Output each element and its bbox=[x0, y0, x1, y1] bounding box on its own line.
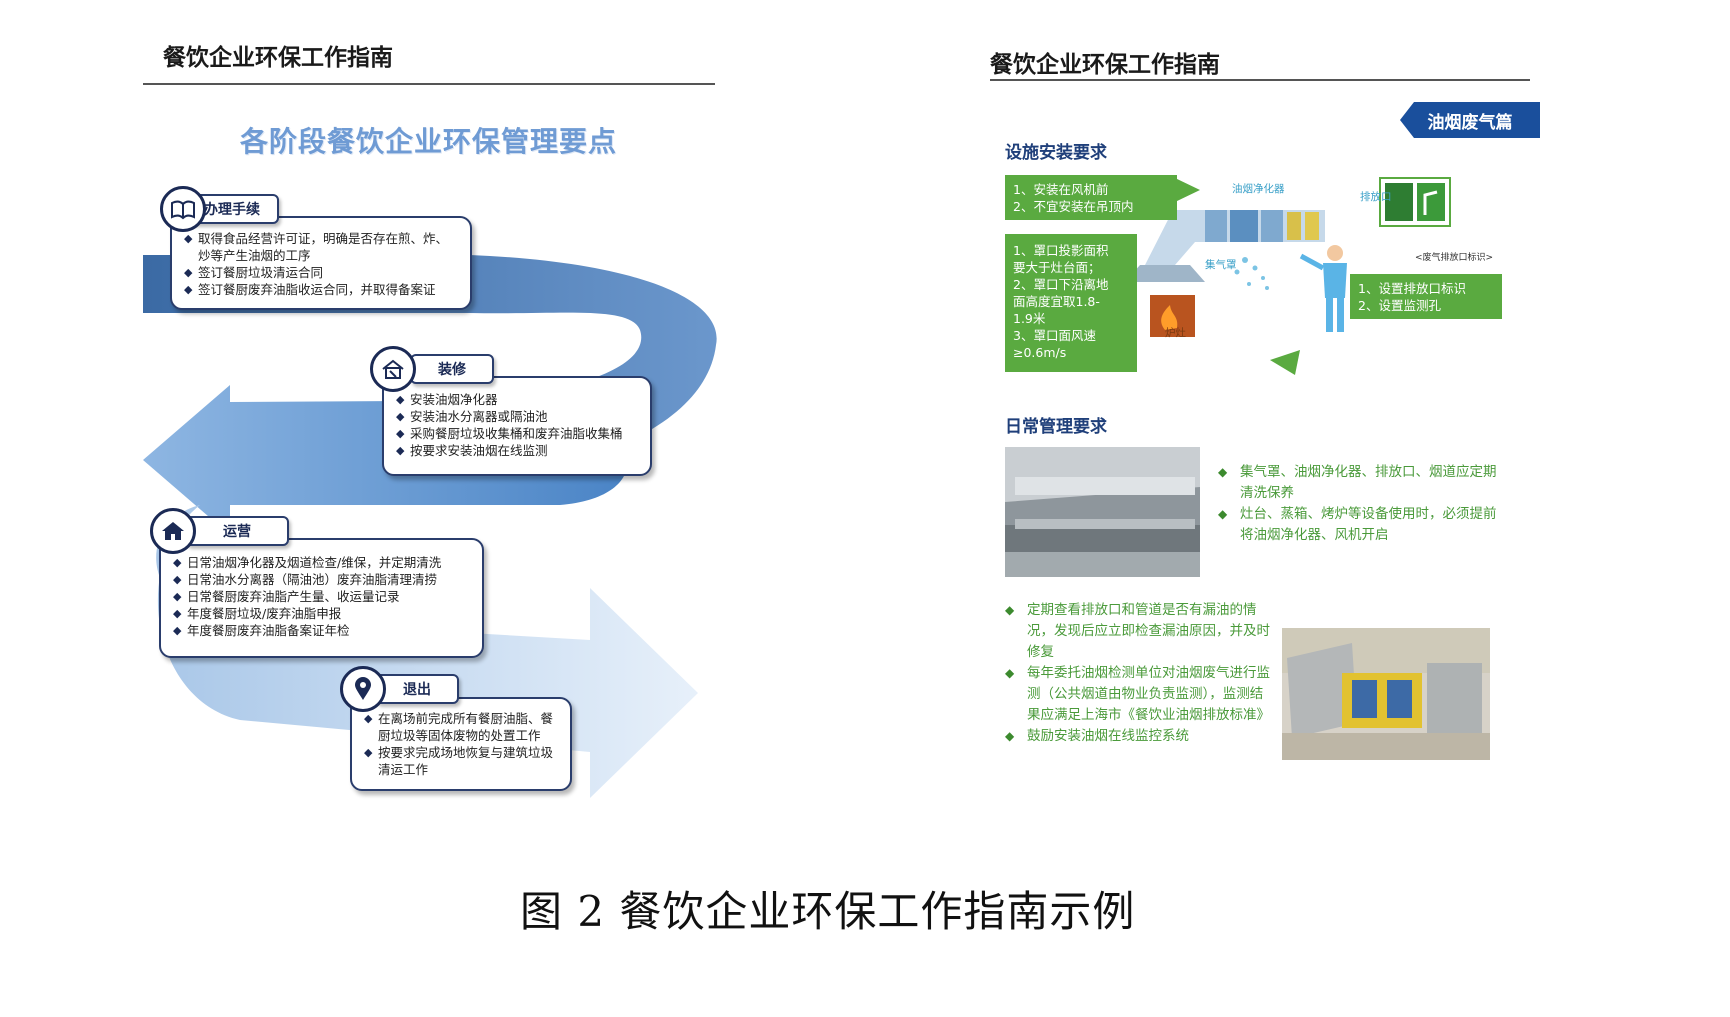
list-item: 每年委托油烟检测单位对油烟废气进行监测（公共烟道由物业负责监测），监测结果应满足… bbox=[1005, 663, 1273, 726]
stage-item: 年度餐厨垃圾/废弃油脂申报 bbox=[173, 605, 472, 622]
label-hood: 集气罩 bbox=[1205, 259, 1237, 271]
list-item: 集气罩、油烟净化器、排放口、烟道应定期清洗保养 bbox=[1218, 462, 1498, 504]
home-icon bbox=[150, 508, 196, 554]
left-header-rule bbox=[143, 83, 715, 85]
purifier-unit bbox=[1230, 210, 1258, 242]
stage-item: 签订餐厨垃圾清运合同 bbox=[184, 264, 460, 281]
left-page-title: 各阶段餐饮企业环保管理要点 bbox=[240, 125, 618, 158]
stage-box-procedures: 取得食品经营许可证，明确是否存在煎、炸、炒等产生油烟的工序 签订餐厨垃圾清运合同… bbox=[170, 216, 472, 310]
flame-icon bbox=[1161, 305, 1178, 330]
right-page-header: 餐饮企业环保工作指南 bbox=[990, 52, 1220, 78]
stage-tab-renovation: 装修 bbox=[410, 354, 494, 384]
kitchen-photo bbox=[1005, 447, 1200, 577]
house-tools-icon bbox=[370, 346, 416, 392]
fan-unit bbox=[1287, 212, 1301, 240]
location-pin-icon bbox=[340, 666, 386, 712]
pointer-top bbox=[1175, 178, 1200, 202]
list-item: 鼓励安装油烟在线监控系统 bbox=[1005, 726, 1273, 747]
installation-diagram bbox=[1125, 177, 1451, 375]
daily-heading: 日常管理要求 bbox=[1005, 417, 1107, 437]
stage-tab-operation: 运营 bbox=[185, 516, 289, 546]
list-item: 灶台、蒸箱、烤炉等设备使用时，必须提前将油烟净化器、风机开启 bbox=[1218, 504, 1498, 546]
worker-head bbox=[1327, 245, 1343, 261]
stage-box-exit: 在离场前完成所有餐厨油脂、餐厨垃圾等固体废物的处置工作 按要求完成场地恢复与建筑… bbox=[350, 697, 572, 791]
label-sign: <废气排放口标识> bbox=[1415, 253, 1494, 263]
install-heading: 设施安装要求 bbox=[1005, 143, 1107, 163]
stage-item: 日常油水分离器（隔油池）废弃油脂清理清捞 bbox=[173, 571, 472, 588]
install-note-top: 1、安装在风机前 2、不宜安装在吊顶内 bbox=[1005, 175, 1177, 220]
stage-item: 签订餐厨废弃油脂收运合同，并取得备案证 bbox=[184, 281, 460, 298]
stage-item: 安装油烟净化器 bbox=[396, 391, 640, 408]
label-outlet: 排放口 bbox=[1360, 191, 1392, 203]
rooftop-purifier-photo bbox=[1282, 628, 1490, 760]
stage-item: 日常餐厨废弃油脂产生量、收运量记录 bbox=[173, 588, 472, 605]
label-purifier: 油烟净化器 bbox=[1232, 183, 1285, 195]
stage-item: 在离场前完成所有餐厨油脂、餐厨垃圾等固体废物的处置工作 bbox=[364, 710, 562, 744]
stage-item: 年度餐厨废弃油脂备案证年检 bbox=[173, 622, 472, 639]
stage-item: 采购餐厨垃圾收集桶和废弃油脂收集桶 bbox=[396, 425, 640, 442]
install-note-hood: 1、罩口投影面积 要大于灶台面； 2、罩口下沿离地 面高度宜取1.8- 1.9米… bbox=[1005, 234, 1137, 372]
stage-item: 按要求安装油烟在线监测 bbox=[396, 442, 640, 459]
hood bbox=[1125, 265, 1205, 282]
list-item: 定期查看排放口和管道是否有漏油的情况，发现后应立即检查漏油原因，并及时修复 bbox=[1005, 600, 1273, 663]
stage-item: 取得食品经营许可证，明确是否存在煎、炸、炒等产生油烟的工序 bbox=[184, 230, 460, 264]
stage-item: 日常油烟净化器及烟道检查/维保，并定期清洗 bbox=[173, 554, 472, 571]
stage-item: 安装油水分离器或隔油池 bbox=[396, 408, 640, 425]
right-header-rule bbox=[990, 79, 1530, 81]
left-page-header: 餐饮企业环保工作指南 bbox=[163, 45, 393, 71]
section-badge: 油烟废气篇 bbox=[1400, 102, 1540, 138]
stage-box-operation: 日常油烟净化器及烟道检查/维保，并定期清洗 日常油水分离器（隔油池）废弃油脂清理… bbox=[159, 538, 484, 658]
purifier-unit bbox=[1205, 210, 1227, 242]
fan-unit bbox=[1305, 212, 1319, 240]
pointer-right bbox=[1270, 350, 1300, 375]
stage-item: 按要求完成场地恢复与建筑垃圾清运工作 bbox=[364, 744, 562, 778]
label-stove: 炉灶 bbox=[1165, 327, 1186, 339]
book-icon bbox=[160, 186, 206, 232]
install-note-outlet: 1、设置排放口标识 2、设置监测孔 bbox=[1350, 274, 1502, 319]
figure-caption: 图 2 餐饮企业环保工作指南示例 bbox=[520, 887, 1136, 936]
stage-box-renovation: 安装油烟净化器 安装油水分离器或隔油池 采购餐厨垃圾收集桶和废弃油脂收集桶 按要… bbox=[382, 376, 652, 476]
purifier-unit bbox=[1261, 210, 1283, 242]
daily-list-1: 集气罩、油烟净化器、排放口、烟道应定期清洗保养 灶台、蒸箱、烤炉等设备使用时，必… bbox=[1218, 462, 1498, 546]
daily-list-2: 定期查看排放口和管道是否有漏油的情况，发现后应立即检查漏油原因，并及时修复 每年… bbox=[1005, 600, 1273, 747]
stage-tab-exit: 退出 bbox=[375, 674, 459, 704]
worker-body bbox=[1323, 263, 1347, 298]
